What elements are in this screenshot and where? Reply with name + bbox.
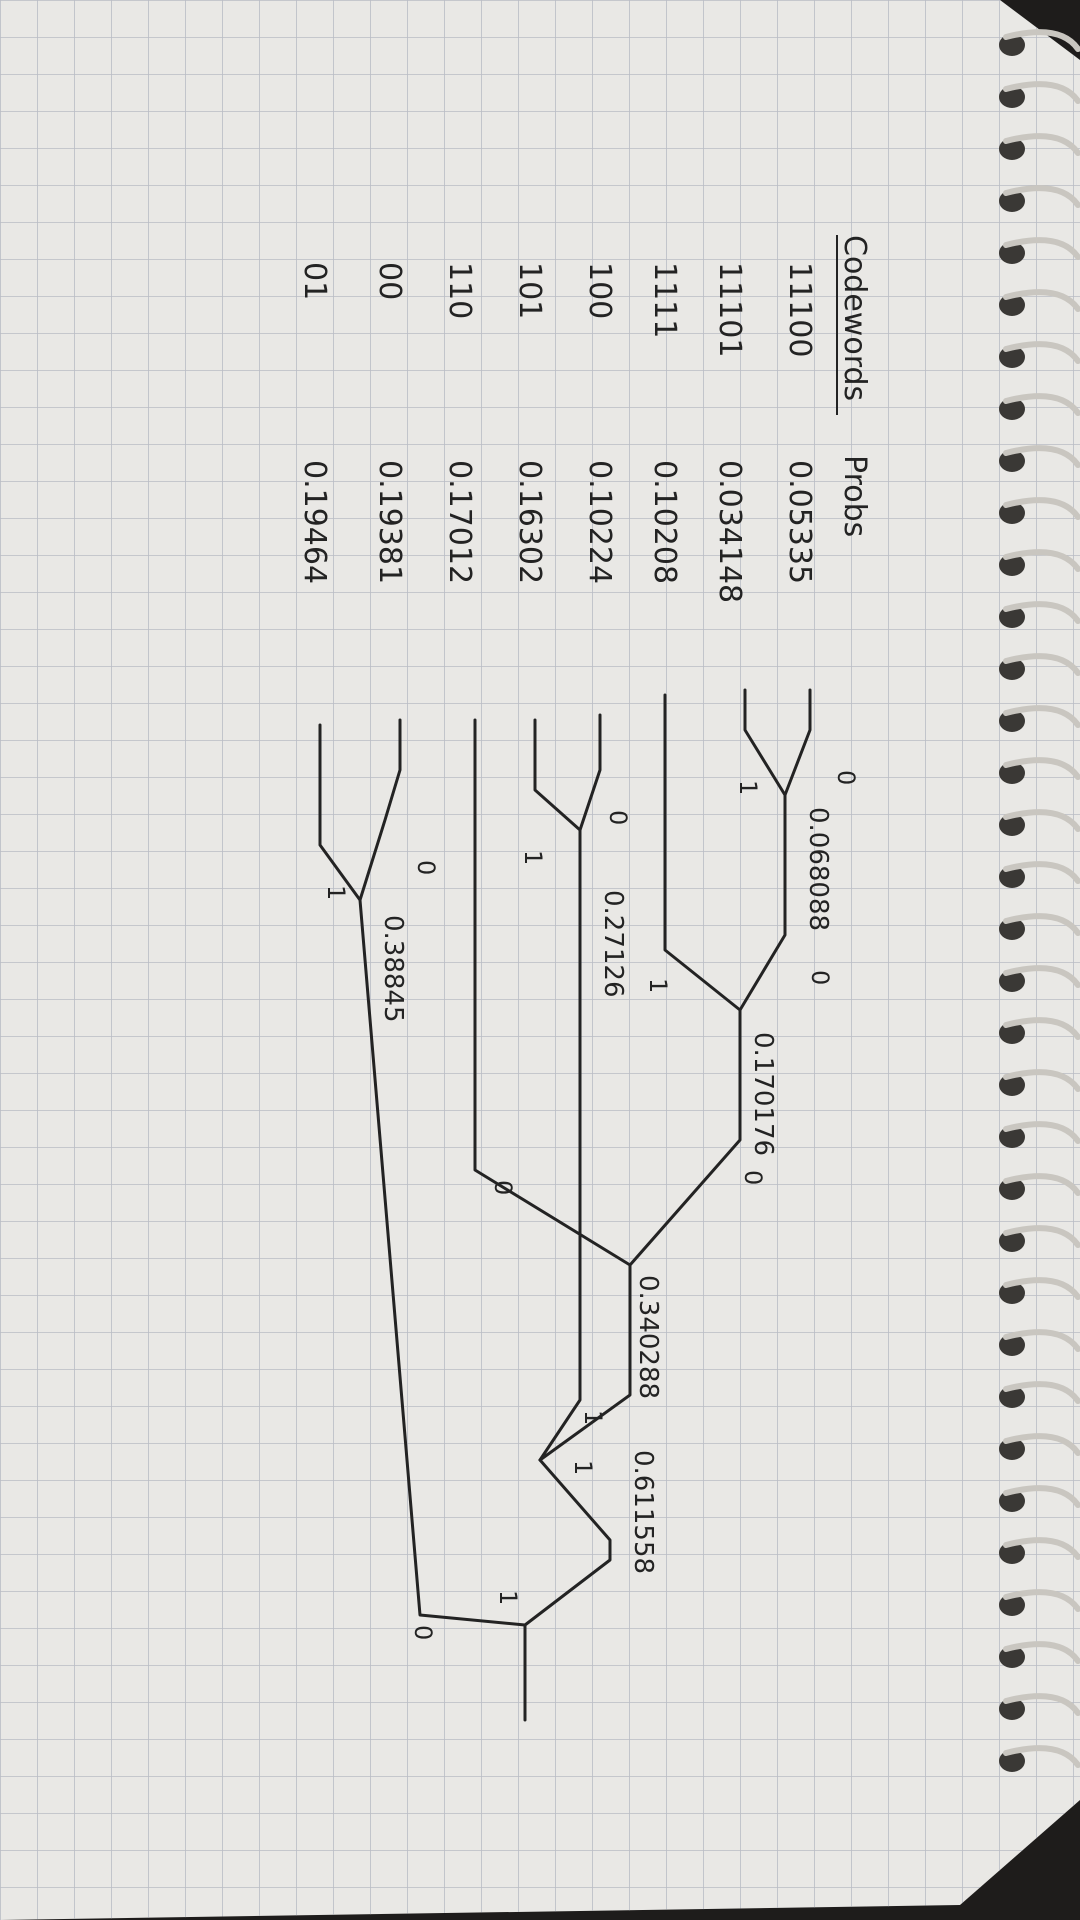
spiral-ring: [1003, 1381, 1080, 1404]
spiral-ring: [1003, 1225, 1080, 1248]
codewords-header: Codewords: [836, 235, 872, 415]
spiral-ring: [1003, 705, 1080, 728]
tree-branch: [663, 693, 742, 1012]
merge-prob-label: 0.611558: [628, 1450, 658, 1574]
spiral-ring: [1003, 1745, 1080, 1768]
bit-one-label: 1: [494, 1590, 522, 1605]
prob-cell: 0.034148: [712, 460, 747, 603]
merge-prob-label: 0.340288: [633, 1275, 663, 1399]
codeword-cell: 1111: [647, 262, 682, 338]
spiral-ring: [1003, 861, 1080, 884]
spiral-ring: [1003, 237, 1080, 260]
merge-prob-label: 0.068088: [803, 807, 833, 931]
tree-branch: [318, 723, 362, 902]
spiral-ring: [1003, 1173, 1080, 1196]
spiral-ring: [1003, 549, 1080, 572]
bit-labels: 0 1 0 1 0 1 0 1 0 1 0 1 0 1: [322, 770, 860, 1640]
tree-branch: [538, 1263, 632, 1462]
bit-one-label: 1: [644, 978, 672, 993]
spiral-ring: [1003, 913, 1080, 936]
spiral-ring: [1003, 653, 1080, 676]
bit-zero-label: 0: [739, 1170, 767, 1185]
tree-branch: [358, 718, 527, 1627]
tree-branch: [533, 718, 582, 832]
spiral-ring: [1003, 809, 1080, 832]
spiral-ring: [1003, 1069, 1080, 1092]
spiral-ring: [1003, 1121, 1080, 1144]
spiral-ring: [1003, 497, 1080, 520]
codewords-heading: Codewords: [837, 235, 872, 401]
codeword-cell: 11101: [712, 262, 747, 357]
bit-zero-label: 0: [832, 770, 860, 785]
bit-one-label: 1: [519, 850, 547, 865]
prob-cell: 0.10224: [582, 460, 617, 584]
bit-one-label: 1: [734, 780, 762, 795]
spiral-ring: [1003, 1693, 1080, 1716]
merge-prob-label: 0.27126: [598, 890, 628, 998]
spiral-ring: [1003, 133, 1080, 156]
spiral-ring: [1003, 1017, 1080, 1040]
spiral-ring: [1003, 185, 1080, 208]
merge-labels: 0.068088 0.170176 0.27126 0.340288 0.388…: [378, 807, 833, 1574]
spiral-ring: [1003, 341, 1080, 364]
probs-heading: Probs: [837, 455, 872, 537]
merge-prob-label: 0.170176: [748, 1032, 778, 1156]
prob-cell: 0.10208: [647, 460, 682, 584]
spiral-ring: [1003, 1433, 1080, 1456]
codeword-cell: 110: [442, 262, 477, 319]
bit-one-label: 1: [569, 1460, 597, 1475]
bit-zero-label: 0: [409, 1625, 437, 1640]
spiral-binding: [999, 29, 1080, 1772]
codeword-table: 11100 0.05335 11101 0.034148 1111 0.1020…: [297, 262, 817, 603]
bit-zero-label: 0: [604, 810, 632, 825]
spiral-ring: [1003, 81, 1080, 104]
bit-one-label: 1: [579, 1410, 607, 1425]
prob-cell: 0.19381: [372, 460, 407, 584]
spiral-ring: [1003, 1641, 1080, 1664]
spiral-ring: [1003, 1589, 1080, 1612]
codeword-cell: 00: [372, 262, 407, 300]
bit-zero-label: 0: [489, 1180, 517, 1195]
probs-header: Probs: [837, 455, 872, 537]
spiral-ring: [1003, 1329, 1080, 1352]
spiral-ring: [1003, 757, 1080, 780]
codeword-cell: 101: [512, 262, 547, 319]
spiral-ring: [1003, 393, 1080, 416]
spiral-ring: [1003, 1537, 1080, 1560]
tree-branch: [628, 1008, 742, 1267]
prob-cell: 0.17012: [442, 460, 477, 584]
spiral-ring: [1003, 965, 1080, 988]
codeword-cell: 11100: [782, 262, 817, 357]
prob-cell: 0.05335: [782, 460, 817, 584]
bit-one-label: 1: [322, 885, 350, 900]
bit-zero-label: 0: [806, 970, 834, 985]
tree-branch: [473, 718, 632, 1267]
spiral-ring: [1003, 289, 1080, 312]
spiral-ring: [1003, 29, 1080, 52]
spiral-ring: [1003, 601, 1080, 624]
prob-cell: 0.16302: [512, 460, 547, 584]
codeword-cell: 01: [297, 262, 332, 300]
spiral-ring: [1003, 1485, 1080, 1508]
spiral-ring: [1003, 1277, 1080, 1300]
spiral-ring: [1003, 445, 1080, 468]
tree-branch: [523, 1458, 612, 1627]
prob-cell: 0.19464: [297, 460, 332, 584]
bit-zero-label: 0: [412, 860, 440, 875]
tree-branch: [743, 688, 787, 797]
merge-prob-label: 0.38845: [378, 915, 408, 1023]
huffman-tree: [318, 688, 812, 1722]
codeword-cell: 100: [582, 262, 617, 319]
